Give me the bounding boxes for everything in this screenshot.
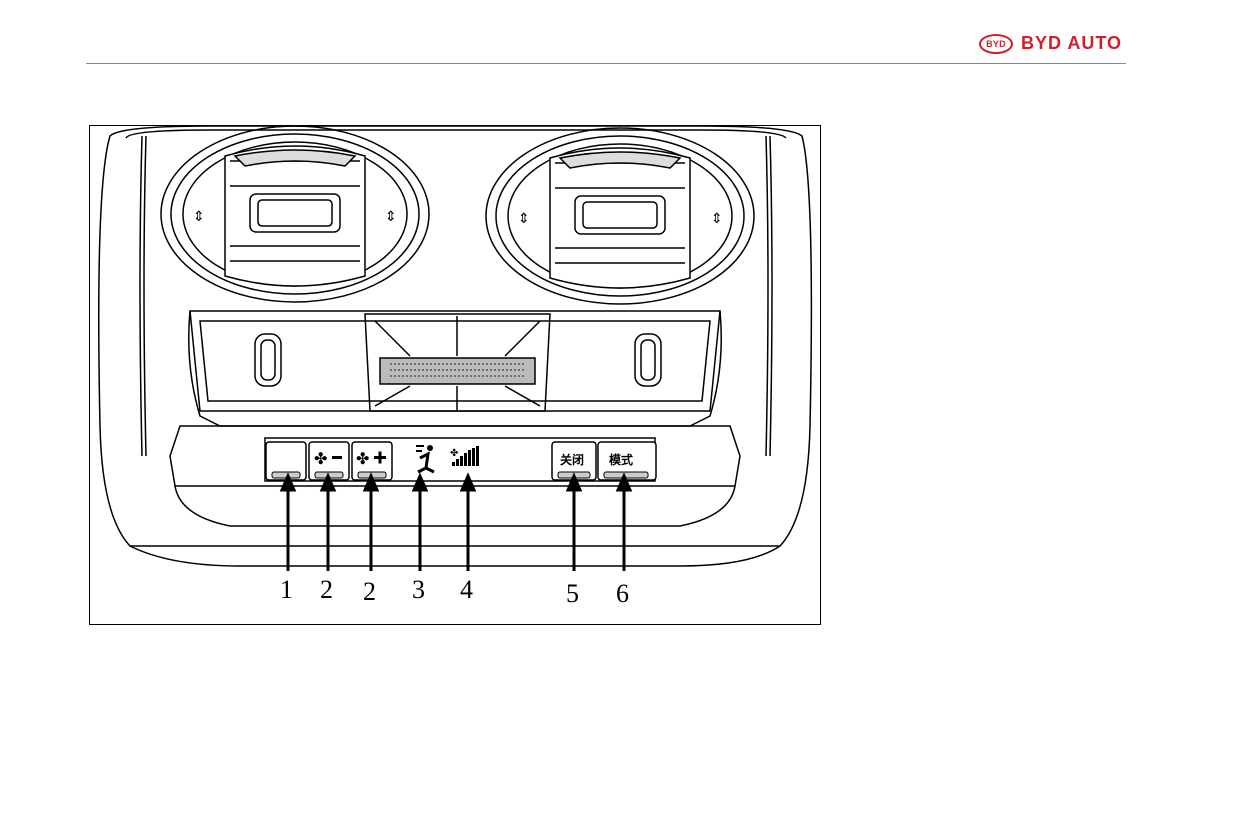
byd-badge-icon: BYD	[978, 33, 1013, 54]
blank-button[interactable]	[265, 441, 307, 481]
callout-label-2a: 2	[320, 575, 333, 604]
brand-name: BYD AUTO	[1020, 33, 1122, 53]
callout-label-1: 1	[280, 575, 293, 604]
off-button-label: 关闭	[560, 452, 584, 467]
light-band	[188, 310, 722, 427]
svg-text:✤: ✤	[356, 449, 369, 468]
svg-text:⇕: ⇕	[518, 211, 530, 227]
mode-button[interactable]: 模式	[597, 441, 657, 481]
svg-text:⇕: ⇕	[193, 209, 205, 225]
callout-label-5: 5	[566, 579, 579, 608]
brand-logo: BYD BYD AUTO	[978, 33, 1122, 54]
right-air-vent: ⇕ ⇕	[485, 127, 755, 305]
svg-text:⇕: ⇕	[385, 209, 397, 225]
callout-label-2b: 2	[363, 577, 376, 606]
svg-text:⇕: ⇕	[711, 211, 723, 227]
mode-button-label: 模式	[609, 452, 633, 467]
panel-housing	[98, 126, 813, 567]
fan-plus-button[interactable]: ✤	[351, 441, 393, 481]
brand-badge-text: BYD	[986, 38, 1006, 49]
fan-speed-level-icon: ✤	[450, 446, 479, 466]
off-button[interactable]: 关闭	[551, 441, 597, 481]
callout-arrows	[279, 472, 633, 571]
header-rule	[86, 63, 1126, 64]
callout-label-4: 4	[460, 575, 473, 604]
left-air-vent: ⇕ ⇕	[160, 126, 430, 303]
svg-text:✤: ✤	[314, 449, 327, 468]
fan-minus-button[interactable]: ✤	[308, 441, 350, 481]
fan-minus-icon: ✤	[314, 449, 342, 468]
callout-label-6: 6	[616, 579, 629, 608]
svg-text:✤: ✤	[450, 448, 458, 459]
fan-plus-icon: ✤	[356, 449, 386, 468]
airflow-mode-icon	[416, 445, 435, 474]
callout-label-3: 3	[412, 575, 425, 604]
rear-ac-panel-illustration: ⇕ ⇕ ⇕ ⇕	[89, 125, 821, 625]
